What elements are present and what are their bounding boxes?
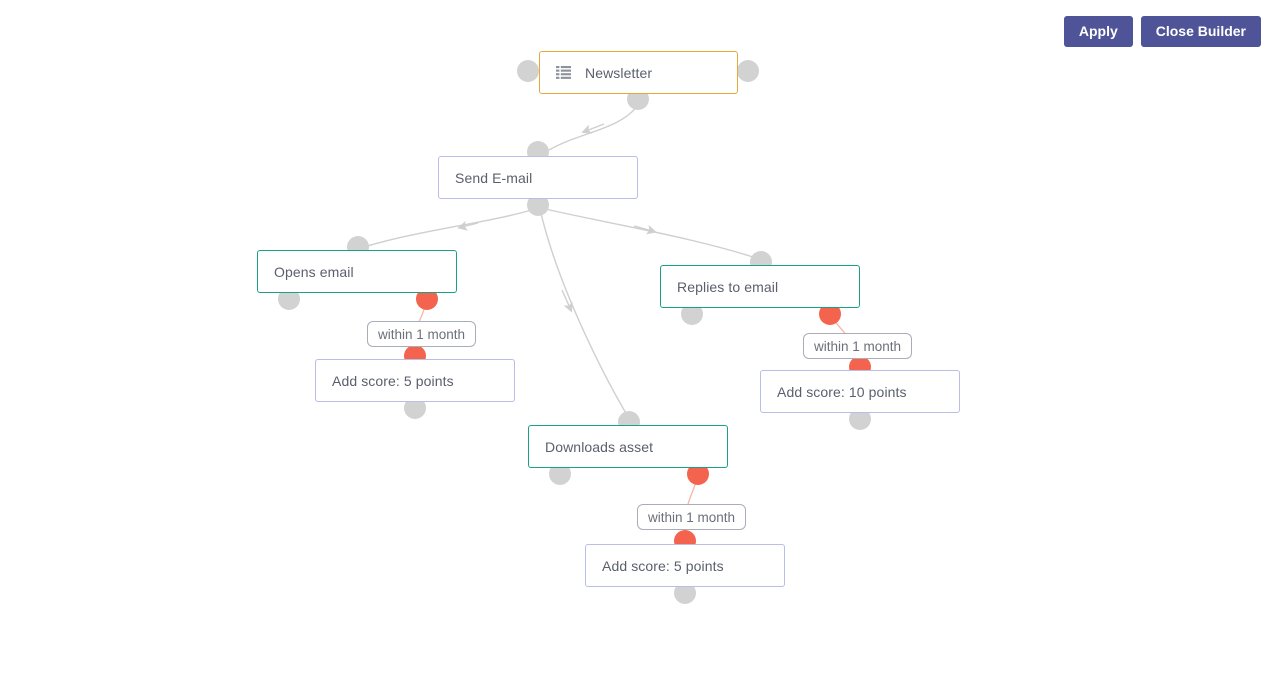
flow-node-newsletter[interactable]: Newsletter (539, 51, 738, 94)
connector-dot-newsletter-left[interactable] (517, 60, 539, 82)
delay-pill-left[interactable]: within 1 month (367, 321, 477, 347)
connector-dot-add-score-5-bottom-bottom[interactable] (674, 582, 696, 604)
flow-node-label: Newsletter (585, 64, 653, 81)
flow-node-label: Add score: 10 points (777, 383, 907, 400)
edge-send-email-to-replies-to-email (540, 207, 769, 263)
flow-node-replies-to-email[interactable]: Replies to email (660, 265, 860, 308)
flow-node-label: Add score: 5 points (602, 557, 724, 574)
delay-pill-bottom[interactable]: within 1 month (637, 504, 747, 530)
delay-pill-label: within 1 month (648, 509, 736, 525)
apply-button[interactable]: Apply (1063, 16, 1133, 47)
close-builder-button[interactable]: Close Builder (1140, 16, 1261, 47)
list-icon (556, 66, 571, 79)
edge-newsletter-to-send-email (548, 104, 639, 151)
edge-send-email-to-opens-email (363, 207, 539, 248)
builder-toolbar: Apply Close Builder (1063, 16, 1261, 47)
flow-node-add-score-10[interactable]: Add score: 10 points (760, 370, 960, 413)
flow-node-label: Send E-mail (455, 169, 533, 186)
flow-node-opens-email[interactable]: Opens email (257, 250, 457, 293)
delay-pill-label: within 1 month (378, 326, 466, 342)
flow-node-label: Opens email (274, 263, 354, 280)
flow-node-label: Downloads asset (545, 438, 654, 455)
connector-dot-add-score-10-bottom[interactable] (849, 408, 871, 430)
connector-dot-add-score-5-left-bottom[interactable] (404, 397, 426, 419)
flow-node-label: Add score: 5 points (332, 372, 454, 389)
flow-node-downloads-asset[interactable]: Downloads asset (528, 425, 728, 468)
connector-dot-replies-to-email-bottom-left[interactable] (681, 303, 703, 325)
connector-dot-downloads-asset-bottom-left[interactable] (549, 463, 571, 485)
flow-node-add-score-5-left[interactable]: Add score: 5 points (315, 359, 515, 402)
flow-node-add-score-5-bottom[interactable]: Add score: 5 points (585, 544, 785, 587)
flow-node-send-email[interactable]: Send E-mail (438, 156, 638, 199)
edge-send-email-to-downloads-asset (539, 208, 631, 421)
delay-pill-label: within 1 month (814, 338, 902, 354)
connector-dot-newsletter-right[interactable] (737, 60, 759, 82)
flow-node-label: Replies to email (677, 278, 779, 295)
connector-dot-opens-email-bottom-left[interactable] (278, 288, 300, 310)
delay-pill-right[interactable]: within 1 month (803, 333, 913, 359)
